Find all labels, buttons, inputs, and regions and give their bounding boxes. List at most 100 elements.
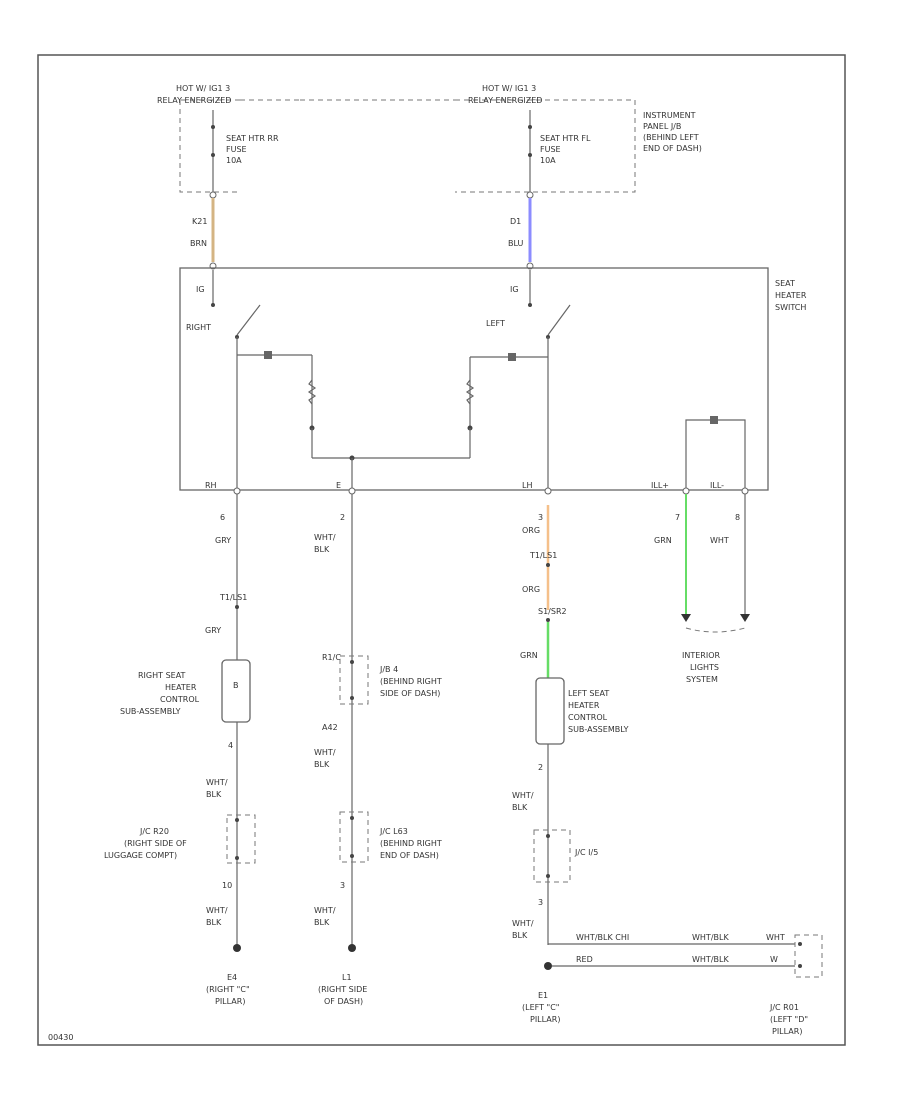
svg-text:LIGHTS: LIGHTS <box>690 663 719 672</box>
svg-text:ORG: ORG <box>522 526 540 535</box>
svg-text:(RIGHT SIDE: (RIGHT SIDE <box>318 985 367 994</box>
svg-text:(RIGHT "C": (RIGHT "C" <box>206 985 250 994</box>
svg-text:10A: 10A <box>226 156 242 165</box>
svg-text:(BEHIND RIGHT: (BEHIND RIGHT <box>380 839 442 848</box>
pin-ig-right: IG <box>196 285 205 294</box>
bottom-right-wires: WHT/BLK CHI WHT/BLK WHT RED WHT/BLK W <box>576 933 823 978</box>
svg-text:J/B 4: J/B 4 <box>379 665 398 674</box>
right-seat-module-label: RIGHT SEAT HEATER CONTROL SUB-ASSEMBLY <box>120 671 200 716</box>
svg-text:6: 6 <box>220 513 225 522</box>
svg-text:J/C R01: J/C R01 <box>769 1003 799 1012</box>
svg-text:WHT/: WHT/ <box>314 748 336 757</box>
svg-text:RIGHT: RIGHT <box>186 323 211 332</box>
svg-text:D1: D1 <box>510 217 521 226</box>
relay-enclosure-right <box>300 99 636 193</box>
svg-text:LEFT SEAT: LEFT SEAT <box>568 689 609 698</box>
svg-text:HEATER: HEATER <box>165 683 197 692</box>
switch-right: RIGHT <box>186 270 317 490</box>
svg-text:SWITCH: SWITCH <box>775 303 806 312</box>
svg-text:(LEFT "D": (LEFT "D" <box>770 1015 808 1024</box>
page-code: 00430 <box>48 1033 73 1042</box>
svg-text:J/C R20: J/C R20 <box>139 827 169 836</box>
svg-text:J/C L63: J/C L63 <box>379 827 408 836</box>
svg-text:FUSE: FUSE <box>540 145 561 154</box>
svg-text:FUSE: FUSE <box>226 145 247 154</box>
svg-text:INTERIOR: INTERIOR <box>682 651 721 660</box>
svg-text:(BEHIND RIGHT: (BEHIND RIGHT <box>380 677 442 686</box>
ground-l1-label: L1 (RIGHT SIDE OF DASH) <box>318 973 367 1006</box>
switch-left: LEFT <box>465 270 571 490</box>
svg-text:ILL-: ILL- <box>710 481 724 490</box>
svg-text:3: 3 <box>340 881 345 890</box>
relay-enclosure-left <box>179 99 300 193</box>
svg-text:WHT/BLK CHI: WHT/BLK CHI <box>576 933 629 942</box>
svg-text:10: 10 <box>222 881 232 890</box>
wire-right-module-ground: 4 WHT/ BLK 10 WHT/ BLK <box>206 722 256 952</box>
switch-ground-bus <box>311 428 471 490</box>
svg-text:END OF DASH): END OF DASH) <box>643 144 702 153</box>
left-seat-heater-module <box>535 677 565 745</box>
svg-text:CONTROL: CONTROL <box>568 713 608 722</box>
svg-text:BLK: BLK <box>314 918 330 927</box>
svg-text:(RIGHT SIDE OF: (RIGHT SIDE OF <box>124 839 187 848</box>
svg-text:WHT/: WHT/ <box>512 919 534 928</box>
svg-text:BLK: BLK <box>314 760 330 769</box>
svg-text:CONTROL: CONTROL <box>160 695 200 704</box>
svg-text:RIGHT SEAT: RIGHT SEAT <box>138 671 186 680</box>
svg-text:END OF DASH): END OF DASH) <box>380 851 439 860</box>
svg-text:INSTRUMENT: INSTRUMENT <box>643 111 696 120</box>
svg-text:T1/LS1: T1/LS1 <box>219 593 247 602</box>
svg-text:PILLAR): PILLAR) <box>530 1015 560 1024</box>
pin-ig-left: IG <box>510 285 519 294</box>
svg-text:E: E <box>336 481 341 490</box>
wire-rh-output: 6 GRY T1/LS1 GRY <box>205 494 247 660</box>
svg-text:(LEFT "C": (LEFT "C" <box>522 1003 559 1012</box>
svg-text:PILLAR): PILLAR) <box>772 1027 802 1036</box>
wire-blu-top: D1 BLU <box>508 191 534 270</box>
svg-text:W: W <box>770 955 778 964</box>
svg-text:WHT: WHT <box>710 536 729 545</box>
svg-text:BRN: BRN <box>190 239 207 248</box>
svg-text:SEAT HTR RR: SEAT HTR RR <box>226 134 279 143</box>
instrument-panel-label: INSTRUMENT PANEL J/B (BEHIND LEFT END OF… <box>643 111 702 153</box>
svg-text:S1/SR2: S1/SR2 <box>538 607 567 616</box>
svg-text:SIDE OF DASH): SIDE OF DASH) <box>380 689 440 698</box>
seat-heater-switch-title: SEAT HEATER SWITCH <box>775 279 807 312</box>
svg-text:PILLAR): PILLAR) <box>215 997 245 1006</box>
jc-i5-label: J/C I/5 <box>574 848 598 857</box>
svg-text:HEATER: HEATER <box>568 701 600 710</box>
svg-text:WHT/BLK: WHT/BLK <box>692 955 729 964</box>
wire-ill-plus: 7 GRN <box>654 494 691 622</box>
svg-text:K21: K21 <box>192 217 207 226</box>
svg-text:SYSTEM: SYSTEM <box>686 675 718 684</box>
svg-text:SUB-ASSEMBLY: SUB-ASSEMBLY <box>120 707 181 716</box>
svg-text:LH: LH <box>522 481 532 490</box>
svg-text:T1/LS1: T1/LS1 <box>529 551 557 560</box>
svg-text:BLK: BLK <box>206 918 222 927</box>
svg-text:L1: L1 <box>342 973 352 982</box>
fuse-lh: SEAT HTR FL FUSE 10A <box>528 110 591 205</box>
svg-text:E4: E4 <box>227 973 237 982</box>
svg-text:HEATER: HEATER <box>775 291 807 300</box>
jb4-label: J/B 4 (BEHIND RIGHT SIDE OF DASH) <box>379 665 442 698</box>
svg-text:GRN: GRN <box>520 651 538 660</box>
svg-text:E1: E1 <box>538 991 548 1000</box>
wire-ill-minus: 8 WHT <box>685 494 750 633</box>
ground-e1-label: E1 (LEFT "C" PILLAR) <box>522 991 560 1024</box>
wire-brn-top: K21 BRN <box>190 191 217 270</box>
svg-text:4: 4 <box>228 741 233 750</box>
svg-text:10A: 10A <box>540 156 556 165</box>
svg-text:BLU: BLU <box>508 239 524 248</box>
ground-e4-label: E4 (RIGHT "C" PILLAR) <box>206 973 250 1006</box>
left-seat-module-label: LEFT SEAT HEATER CONTROL SUB-ASSEMBLY <box>568 689 629 734</box>
wire-e-ground: 2 WHT/ BLK R1/C A42 WHT/ BLK 3 WHT/ BLK <box>314 494 369 952</box>
svg-text:R1/C: R1/C <box>322 653 341 662</box>
svg-text:GRN: GRN <box>654 536 672 545</box>
svg-text:WHT/BLK: WHT/BLK <box>692 933 729 942</box>
svg-text:RH: RH <box>205 481 217 490</box>
svg-text:RED: RED <box>576 955 593 964</box>
switch-bottom-pins: RH E LH ILL+ ILL- <box>205 481 749 495</box>
relay-right-label-2: RELAY ENERGIZED <box>468 96 542 105</box>
jc-l63-label: J/C L63 (BEHIND RIGHT END OF DASH) <box>379 827 442 860</box>
relay-right-label-1: HOT W/ IG1 3 <box>482 84 536 93</box>
